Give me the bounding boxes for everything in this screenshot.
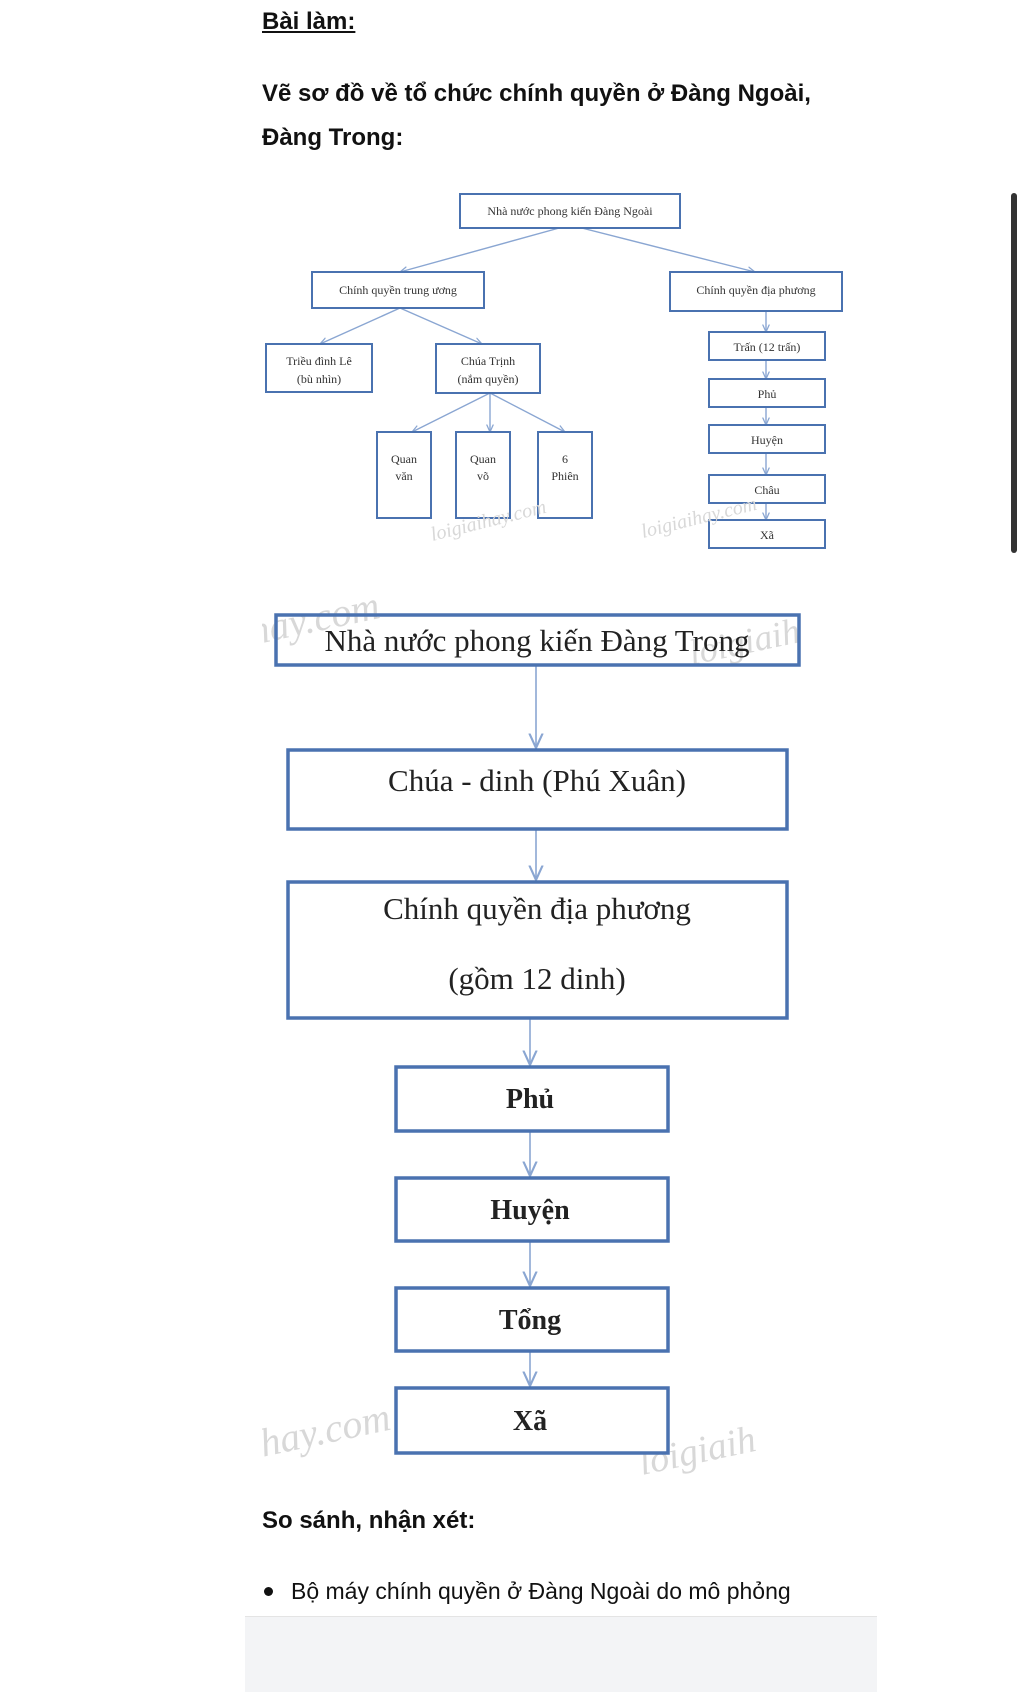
dang-ngoai-diagram: Nhà nước phong kiến Đàng Ngoài Chính quy… [265,193,843,549]
ngoai-civil-label-2: văn [395,469,412,483]
instruction-line-2: Đàng Trong: [262,124,404,151]
ngoai-level-xa-box [708,519,826,549]
trong-lord-label: Chúa - dinh (Phú Xuân) [388,763,686,798]
ngoai-le-court-box [265,343,373,393]
bullet-item: Bộ máy chính quyền ở Đàng Ngoài do mô ph… [264,1578,791,1605]
ngoai-level-tran-label: Trấn (12 trấn) [734,340,801,354]
ngoai-root-box [459,193,681,229]
ngoai-military-label-2: võ [477,469,489,483]
trong-root-box [274,613,801,667]
ngoai-level-phu-label: Phủ [758,387,777,401]
bullet-text: Bộ máy chính quyền ở Đàng Ngoài do mô ph… [291,1578,791,1604]
trong-level-huyen-box [394,1176,670,1243]
ngoai-level-phu-box [708,378,826,408]
ngoai-trinh-box [435,343,541,394]
ngoai-trinh-label-2: (nắm quyền) [458,372,519,386]
trong-local-label-2: (gồm 12 dinh) [448,961,625,996]
connector-central-trinh [399,307,482,344]
ngoai-level-huyen-label: Huyện [751,433,783,447]
ngoai-central-label: Chính quyền trung ương [339,283,457,297]
connector-root-central [400,224,571,272]
ngoai-six-label-1: 6 [562,452,568,466]
trong-level-xa-box [394,1386,670,1455]
instruction-paragraph: Vẽ sơ đồ về tổ chức chính quyền ở Đàng N… [262,72,902,160]
trong-level-phu-box [394,1065,670,1133]
connector-trinh-civil [412,392,491,432]
ngoai-level-xa-label: Xã [760,528,775,542]
ngoai-local-box [669,271,843,312]
trong-local-box [286,880,789,1020]
instruction-line-1: Vẽ sơ đồ về tổ chức chính quyền ở Đàng N… [262,80,811,107]
ngoai-six-label-2: Phiên [551,469,578,483]
bottom-panel [245,1616,877,1692]
connector-trinh-six [489,392,565,432]
watermark-5: ihay.com [262,1394,394,1468]
ngoai-trinh-label-1: Chúa Trịnh [461,354,515,368]
ngoai-six-box [537,431,593,519]
ngoai-military-box [455,431,511,519]
ngoai-military-label-1: Quan [470,452,496,466]
ngoai-civil-box [376,431,432,519]
trong-level-tong-box [394,1286,670,1353]
bullet-dot-icon [264,1587,273,1596]
connector-central-le [320,307,401,345]
ngoai-civil-label-1: Quan [391,452,417,466]
ngoai-local-label: Chính quyền địa phương [696,283,815,297]
ngoai-root-label: Nhà nước phong kiến Đàng Ngoài [487,204,653,218]
ngoai-level-tran-box [708,331,826,361]
ngoai-level-huyen-box [708,424,826,454]
compare-heading: So sánh, nhận xét: [262,1507,476,1534]
trong-lord-box [286,748,789,831]
ngoai-le-court-label-1: Triều đình Lê [286,354,352,368]
ngoai-le-court-label-2: (bù nhìn) [297,372,341,386]
scrollbar-thumb[interactable] [1011,193,1017,553]
trong-level-xa-label: Xã [513,1406,547,1437]
trong-level-huyen-label: Huyện [490,1195,570,1226]
answer-heading: Bài làm: [262,8,356,35]
trong-root-label: Nhà nước phong kiến Đàng Trong [325,623,750,658]
dang-trong-diagram: hay.com loigiaih ihay.com loigiaih Nhà n… [262,585,803,1475]
trong-level-phu-label: Phủ [506,1084,554,1115]
connector-root-local [569,224,755,272]
ngoai-central-box [311,271,485,309]
trong-level-tong-label: Tổng [499,1305,561,1336]
ngoai-level-chau-box [708,474,826,504]
ngoai-level-chau-label: Châu [754,483,779,497]
trong-local-label-1: Chính quyền địa phương [383,891,691,926]
